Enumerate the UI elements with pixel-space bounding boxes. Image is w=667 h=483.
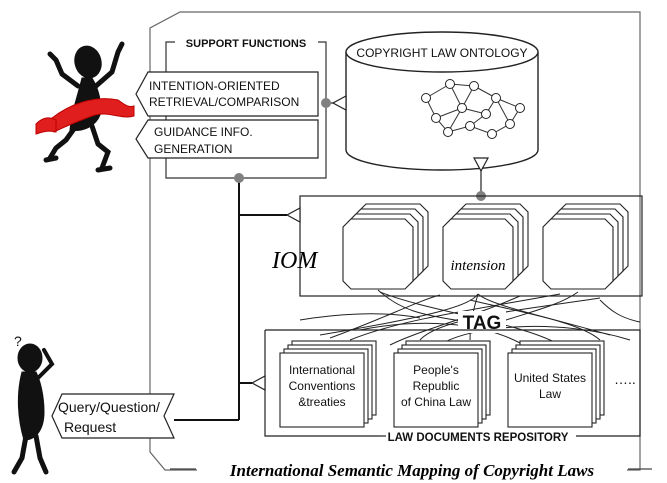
support-item-retrieval-line2: RETRIEVAL/COMPARISON: [149, 95, 299, 109]
iom-card-stack-middle: [442, 203, 529, 290]
ontology-cylinder: [345, 31, 539, 171]
doc-china-line1: People's: [413, 363, 459, 377]
ontology-nodes: [421, 79, 525, 139]
thinking-figure-icon: [11, 343, 55, 475]
query-label-line1: Query/Question/: [58, 399, 160, 415]
repository-title: LAW DOCUMENTS REPOSITORY: [388, 432, 569, 444]
connector-node: [321, 98, 331, 108]
document-stack-us: [507, 340, 605, 428]
control-bus: [174, 178, 287, 421]
support-item-retrieval-line1: INTENTION-ORIENTED: [149, 79, 280, 93]
doc-china-line3: of China Law: [401, 395, 471, 409]
support-item-guidance-line1: GUIDANCE INFO.: [154, 125, 253, 139]
support-item-guidance-line2: GENERATION: [154, 142, 232, 156]
query-input-box[interactable]: [51, 393, 175, 439]
arrow-out-of-ontology: [472, 157, 490, 173]
connector-node: [234, 173, 244, 183]
query-label-line2: Request: [64, 419, 116, 435]
iom-box: [299, 195, 643, 297]
arrow-into-ontology: [331, 94, 347, 112]
iom-label: IOM: [271, 248, 319, 274]
doc-us-line1: United States: [514, 371, 586, 385]
support-item-guidance[interactable]: [135, 119, 319, 159]
iom-card-stack-left: [342, 203, 429, 290]
diagram-caption: International Semantic Mapping of Copyri…: [229, 461, 595, 480]
support-functions-frame: [165, 41, 327, 179]
document-stack-china: [393, 340, 491, 428]
doc-international-line3: &treaties: [298, 395, 345, 409]
question-mark-icon: ?: [14, 333, 22, 349]
outer-frame: [149, 11, 641, 471]
repository-ellipsis: …..: [614, 371, 636, 387]
iom-card-stack-right: [542, 203, 629, 290]
support-functions-title: SUPPORT FUNCTIONS: [186, 38, 306, 50]
doc-china-line2: Republic: [413, 379, 460, 393]
finish-ribbon-icon: [51, 98, 135, 133]
support-item-retrieval[interactable]: [135, 71, 319, 117]
document-stack-international: [279, 340, 377, 428]
intension-label: intension: [451, 258, 506, 274]
doc-international-line1: International: [289, 363, 355, 377]
ontology-title: COPYRIGHT LAW ONTOLOGY: [356, 46, 527, 60]
doc-international-line2: Conventions: [289, 379, 356, 393]
doc-us-line2: Law: [539, 387, 561, 401]
repository-frame: [264, 329, 641, 437]
arrow-into-iom: [285, 206, 301, 224]
arrow-into-repository: [250, 374, 266, 392]
tag-label: TAG: [463, 313, 502, 334]
